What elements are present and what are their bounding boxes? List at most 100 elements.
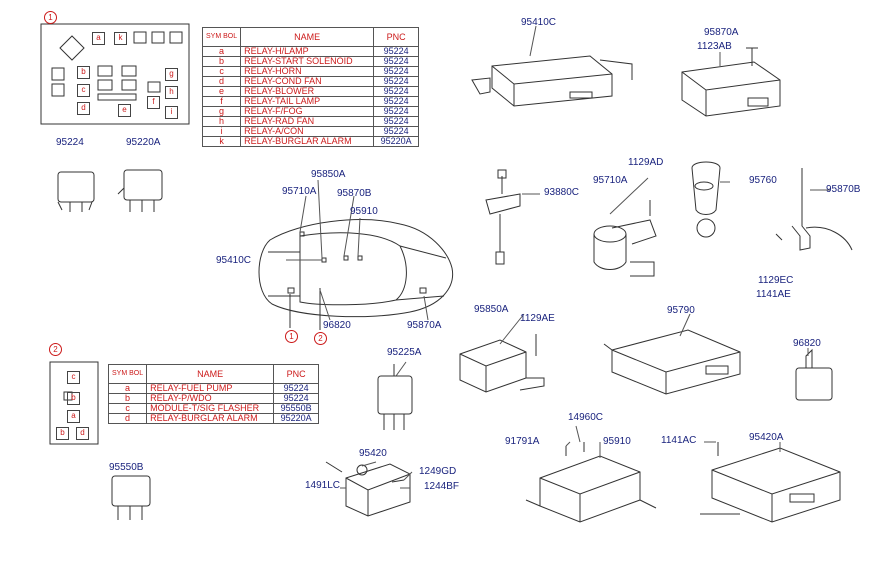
name-cell: RELAY-P/WDO: [146, 393, 275, 404]
label-95225A: 95225A: [387, 347, 422, 358]
label-95710A: 95710A: [593, 175, 628, 186]
symbol-cell: b: [107, 393, 148, 404]
unit-95420A-drawing: [700, 442, 841, 523]
relay-slot-k: k: [114, 32, 127, 45]
label-95760: 95760: [749, 175, 777, 186]
switch-93880C-drawing: [485, 169, 521, 265]
relay-table-2-header: SYM BOL NAME PNC: [107, 364, 320, 384]
pnc-cell: 95224: [273, 393, 320, 404]
label-91791A: 91791A: [505, 436, 540, 447]
symbol-cell: c: [201, 66, 242, 77]
label-95420: 95420: [359, 448, 387, 459]
relay2-slot-c: c: [67, 371, 80, 384]
relay-box-2-outline: [49, 361, 99, 445]
header-pnc: PNC: [273, 364, 320, 384]
callout-marker-2: 2: [49, 343, 62, 356]
label-95870B-car: 95870B: [337, 188, 372, 199]
pnc-cell: 95220A: [373, 136, 420, 147]
relay-slot-h: h: [165, 86, 178, 99]
label-1491LC: 1491LC: [305, 480, 341, 491]
label-95870A-car: 95870A: [407, 320, 442, 331]
unit-95410C-drawing: [471, 55, 633, 107]
name-cell: RELAY-BURGLAR ALARM: [240, 136, 375, 147]
callout-marker-1: 1: [44, 11, 57, 24]
label-1129EC: 1129EC: [758, 275, 794, 286]
relay-table-1-header: SYM BOL NAME PNC: [201, 27, 420, 47]
pnc-cell: 95224: [373, 76, 420, 87]
label-1129AD: 1129AD: [628, 157, 664, 168]
relay-slot-f: f: [147, 96, 160, 109]
remote-95760-drawing: [691, 161, 721, 238]
unit-95870A-drawing: [681, 47, 781, 117]
pnc-cell: 95224: [373, 126, 420, 137]
label-95870B: 95870B: [826, 184, 861, 195]
label-95850A-car: 95850A: [311, 169, 346, 180]
pnc-cell: 95224: [373, 46, 420, 57]
name-cell: RELAY-RAD FAN: [240, 116, 375, 127]
label-93880C: 93880C: [544, 187, 580, 198]
name-cell: RELAY-HORN: [240, 66, 375, 77]
sensor-96820-drawing: [795, 348, 833, 401]
name-cell: RELAY-FUEL PUMP: [146, 383, 275, 394]
symbol-cell: e: [201, 86, 242, 97]
label-1123AB: 1123AB: [697, 41, 732, 52]
label-95410C-car: 95410C: [216, 255, 252, 266]
label-95850A: 95850A: [474, 304, 509, 315]
symbol-cell: f: [201, 96, 242, 107]
relay2-slot-b2: b: [56, 427, 69, 440]
symbol-cell: k: [201, 136, 242, 147]
label-1141AC: 1141AC: [661, 435, 697, 446]
symbol-cell: h: [201, 116, 242, 127]
name-cell: RELAY-BLOWER: [240, 86, 375, 97]
symbol-cell: c: [107, 403, 148, 414]
label-1249GD: 1249GD: [419, 466, 457, 477]
symbol-cell: b: [201, 56, 242, 67]
relay-slot-e: e: [118, 104, 131, 117]
relay-slot-d: d: [77, 102, 90, 115]
car-callout-1: 1: [285, 330, 298, 343]
label-1244BF: 1244BF: [424, 481, 460, 492]
label-95790: 95790: [667, 305, 695, 316]
pnc-cell: 95550B: [273, 403, 320, 414]
sensor-95870B-drawing: [775, 168, 853, 251]
module-95850A-drawing: [459, 334, 545, 393]
module-95550B-drawing: [111, 475, 151, 520]
unit-95790-drawing: [603, 329, 741, 395]
header-name: NAME: [146, 364, 275, 384]
relay-slot-g: g: [165, 68, 178, 81]
siren-95710A-drawing: [593, 200, 657, 277]
relay-slot-b: b: [77, 66, 90, 79]
label-95410C-top: 95410C: [521, 17, 557, 28]
pnc-cell: 95224: [373, 96, 420, 107]
symbol-cell: d: [107, 413, 148, 424]
relay-slot-c: c: [77, 84, 90, 97]
label-14960C: 14960C: [568, 412, 604, 423]
car-callout-2: 2: [314, 332, 327, 345]
label-96820-car: 96820: [323, 320, 351, 331]
name-cell: RELAY-TAIL LAMP: [240, 96, 375, 107]
label-95910-car: 95910: [350, 206, 378, 217]
name-cell: RELAY-F/FOG: [240, 106, 375, 117]
pnc-cell: 95224: [273, 383, 320, 394]
relay-box-1-diamond: [59, 35, 85, 61]
label-95550B: 95550B: [109, 462, 144, 473]
relay2-slot-b: b: [67, 392, 80, 405]
pnc-cell: 95224: [373, 86, 420, 97]
symbol-cell: d: [201, 76, 242, 87]
relay-95225A-drawing: [377, 364, 413, 430]
label-95870A-top: 95870A: [704, 27, 739, 38]
pnc-cell: 95224: [373, 66, 420, 77]
car-outline: [258, 219, 454, 330]
